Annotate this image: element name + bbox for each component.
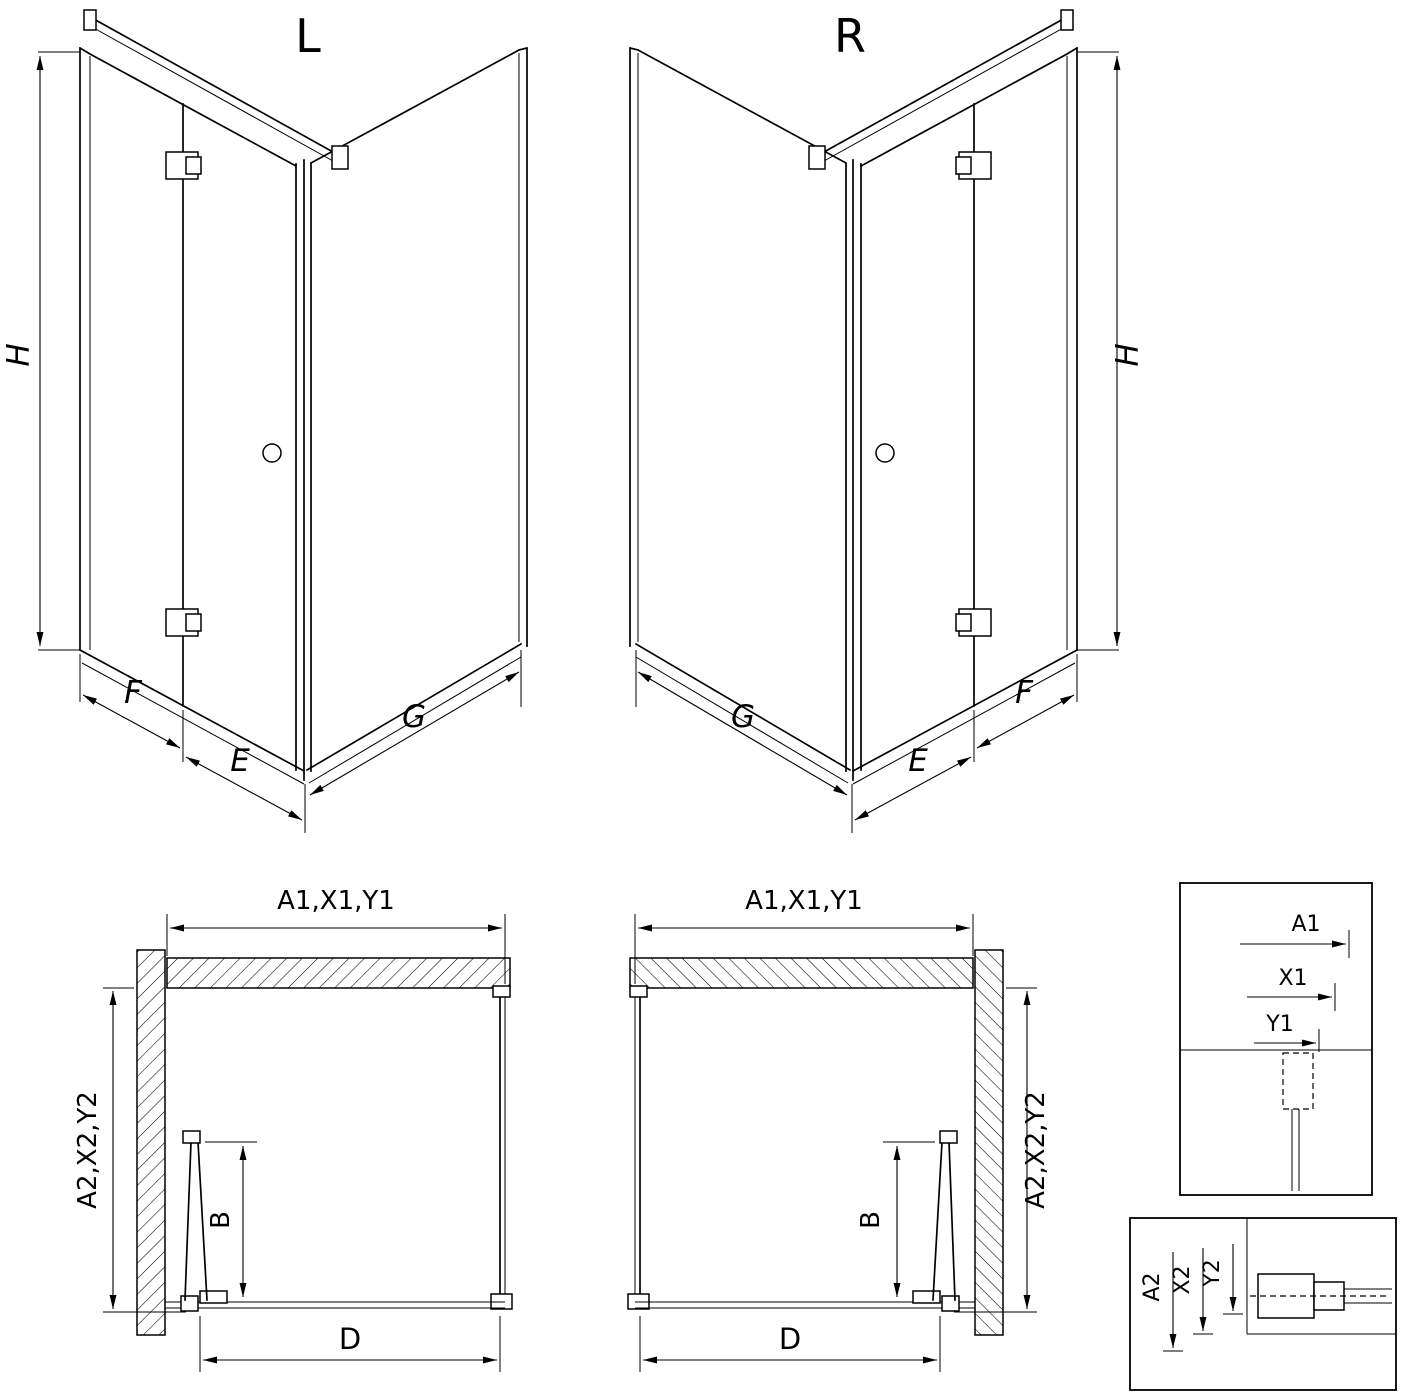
iso-left-height-label: H — [1, 343, 37, 366]
plan-right-top-dim-label: A1,X1,Y1 — [745, 886, 863, 916]
detail-depth-label-x2: X2 — [1170, 1265, 1195, 1294]
plan-left-top-dim-label: A1,X1,Y1 — [277, 886, 395, 916]
g-dim-line — [309, 671, 520, 796]
bar-wall-bracket — [83, 9, 97, 31]
detail-width-border — [1179, 882, 1373, 1196]
plan-left-labels: A1,X1,Y1 A2,X2,Y2 B D — [73, 886, 395, 1356]
detail-width-label-y1: Y1 — [1265, 1012, 1293, 1037]
iso-right-g-label: G — [731, 699, 755, 735]
plan-left-depth-dim-label: A2,X2,Y2 — [73, 1091, 103, 1209]
plan-width-dim-extensions — [199, 1316, 501, 1372]
iso-right-shapes — [630, 10, 1119, 833]
door-wing-frame — [78, 46, 306, 773]
iso-enclosure-shapes — [36, 9, 529, 833]
detail-width-glass-profile — [1282, 1052, 1314, 1191]
iso-left-e-label: E — [230, 743, 250, 779]
iso-right-view-label: R — [834, 9, 866, 63]
top-support-bar — [90, 16, 344, 159]
door-hinge-top — [165, 151, 202, 180]
detail-depth-inner-frame — [1246, 1218, 1396, 1335]
detail-depth-wall-profile — [1250, 1273, 1392, 1319]
height-dim-extensions — [38, 51, 80, 651]
bar-corner-bracket — [331, 145, 349, 170]
plan-back-wall — [166, 957, 511, 989]
plan-right-shapes — [628, 914, 1037, 1372]
e-dim-line — [185, 756, 303, 821]
iso-right-e-label: E — [908, 743, 928, 779]
f-dim-extensions — [79, 654, 184, 762]
side-wing-frame — [305, 46, 529, 772]
iso-right-f-label: F — [1015, 675, 1034, 711]
iso-left-g-label: G — [402, 699, 426, 735]
plan-folded-door — [184, 1141, 208, 1301]
plan-side-wall — [136, 949, 166, 1336]
door-hinge-bottom — [165, 608, 202, 637]
corner-post — [295, 159, 312, 781]
detail-depth: A2 X2 Y2 — [1129, 1217, 1397, 1391]
iso-left-f-label: F — [124, 675, 143, 711]
detail-width-dim-lines — [1240, 930, 1350, 1052]
detail-depth-border — [1129, 1217, 1397, 1391]
plan-left-width-dim-label: D — [339, 1322, 361, 1356]
plan-door-hinge — [182, 1130, 201, 1144]
plan-right-depth-dim-label: A2,X2,Y2 — [1021, 1091, 1051, 1209]
plan-right-labels: A1,X1,Y1 A2,X2,Y2 B D — [745, 886, 1051, 1356]
detail-width: A1 X1 Y1 — [1179, 882, 1373, 1196]
top-support-bar-lower — [91, 26, 343, 167]
iso-left-view-label: L — [295, 9, 321, 63]
plan-pivot-fitting-b — [180, 1295, 199, 1312]
iso-right-height-label: H — [1110, 343, 1146, 366]
f-dim-line — [82, 694, 181, 749]
plan-panel-top-bracket — [492, 985, 511, 998]
plan-right-width-dim-label: D — [779, 1322, 801, 1356]
door-knob — [262, 443, 282, 463]
plan-pivot-fitting-a — [199, 1290, 228, 1304]
detail-depth-label-a2: A2 — [1140, 1272, 1165, 1301]
plan-left-door-dim-label: B — [206, 1211, 236, 1229]
plan-view-shapes — [103, 914, 513, 1372]
plan-right-door-dim-label: B — [856, 1211, 886, 1229]
detail-width-label-a1: A1 — [1291, 912, 1320, 937]
iso-right-labels: R H G E F — [731, 9, 1146, 779]
detail-width-label-x1: X1 — [1278, 966, 1307, 991]
detail-depth-label-y2: Y2 — [1200, 1259, 1225, 1287]
plan-depth-dim-extensions — [103, 987, 186, 1313]
iso-left-labels: L H F E G — [1, 9, 426, 779]
detail-depth-dim-lines — [1163, 1244, 1243, 1352]
